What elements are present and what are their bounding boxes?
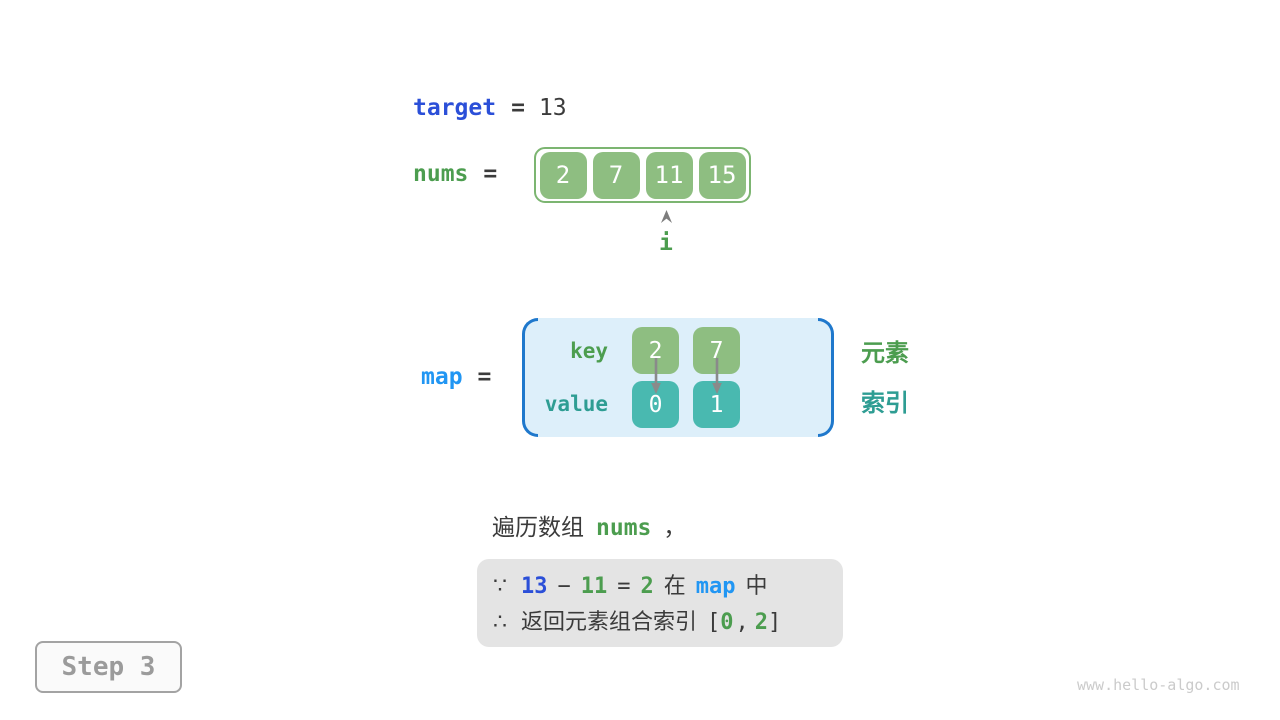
result-index-first: 0 [720, 610, 734, 635]
target-line: target = 13 [413, 95, 567, 121]
minus-sign: − [557, 574, 571, 599]
element-side-label: 元素 [861, 340, 909, 367]
map-box: key value 2 7 0 1 [522, 318, 834, 437]
suffix-text: 中 [745, 573, 768, 598]
map-name: map [695, 574, 736, 599]
caption-prefix: 遍历数组 [492, 514, 584, 540]
target-variable-name: target [413, 95, 497, 121]
map-left-bracket-icon [522, 318, 538, 437]
array-cell: 7 [592, 151, 640, 199]
target-value: 13 [538, 95, 567, 121]
map-line: map = [421, 364, 491, 390]
current-number: 11 [580, 574, 608, 599]
nums-variable-name: nums [413, 161, 469, 187]
difference-number: 2 [640, 574, 654, 599]
map-value-cell: 1 [693, 381, 740, 428]
close-bracket: ] [768, 610, 782, 635]
index-pointer-icon [660, 210, 673, 229]
watermark: www.hello-algo.com [1077, 676, 1240, 694]
open-bracket: [ [707, 610, 721, 635]
array-cell: 2 [539, 151, 587, 199]
therefore-symbol: ∴ [493, 609, 507, 634]
nums-line: nums = [413, 161, 497, 187]
because-symbol: ∵ [493, 573, 507, 598]
therefore-text: 返回元素组合索引 [521, 609, 698, 634]
map-value-cell: 0 [632, 381, 679, 428]
equals-sign: = [617, 574, 631, 599]
caption-text: 遍历数组 nums ， [492, 513, 686, 542]
array-cell: 11 [645, 151, 693, 199]
index-side-label: 索引 [861, 390, 909, 417]
nums-equals-sign: = [483, 161, 498, 187]
map-equals-sign: = [477, 364, 492, 390]
therefore-line: ∴ 返回元素组合索引 [0,2] [493, 604, 843, 640]
target-equals-sign: = [511, 95, 525, 121]
key-value-arrow-icon [650, 358, 662, 399]
nums-array: 2 7 11 15 [534, 147, 751, 203]
caption-comma: ， [663, 514, 687, 540]
map-value-row-label: value [544, 392, 608, 416]
step-badge: Step 3 [35, 641, 182, 693]
target-number: 13 [521, 574, 548, 599]
result-comma: , [735, 610, 749, 635]
in-text: 在 [663, 573, 686, 598]
result-index-second: 2 [754, 610, 769, 635]
map-variable-name: map [421, 364, 463, 390]
caption-variable-name: nums [596, 515, 652, 541]
index-pointer-label: i [659, 230, 673, 256]
array-cell: 15 [698, 151, 746, 199]
map-key-row-label: key [570, 339, 608, 363]
key-value-arrow-icon [711, 358, 723, 399]
map-right-bracket-icon [818, 318, 834, 437]
